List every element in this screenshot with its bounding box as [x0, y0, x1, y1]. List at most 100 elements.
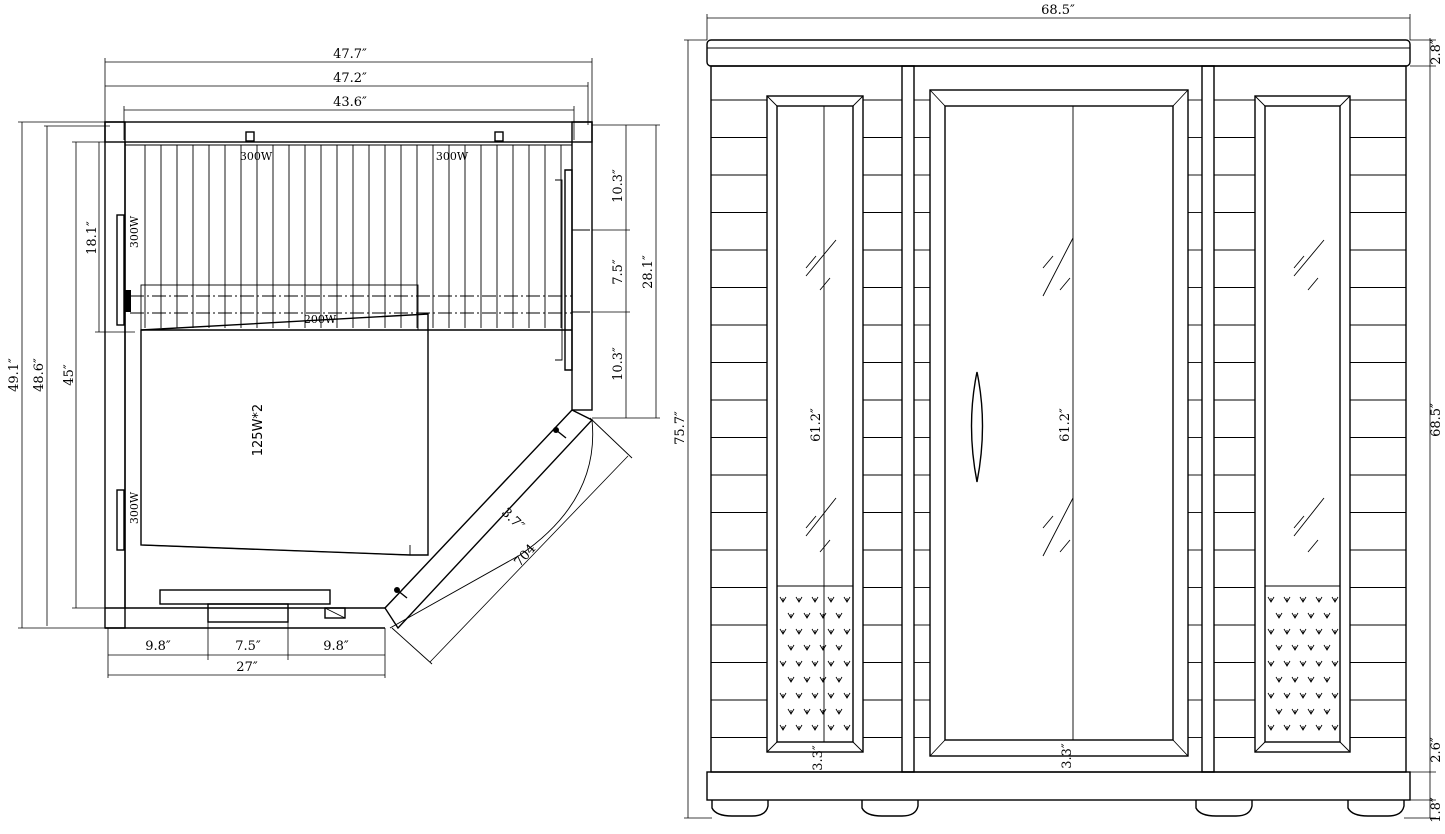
heater-side-lower-label: 300W	[128, 491, 141, 524]
dim-right-bottom: 10.3″	[611, 347, 626, 381]
leaf-mark	[843, 628, 851, 635]
leaf-mark	[803, 708, 811, 715]
leaf-mark	[779, 596, 787, 603]
leaf-mark	[1315, 724, 1323, 731]
floor-plan: 47.7″ 47.2″ 43.6″ 49.1″ 48.6″ 45″ 18.1	[7, 47, 660, 678]
leaf-mark	[1307, 676, 1315, 683]
leaf-mark	[1283, 660, 1291, 667]
leaf-mark	[1267, 692, 1275, 699]
leaf-mark	[787, 644, 795, 651]
dim-door-bottom: 3.3″	[1060, 743, 1075, 769]
door-reflection	[1042, 237, 1074, 557]
dim-top-width: 68.5″	[1041, 3, 1075, 18]
left-window-reflection	[805, 239, 837, 553]
dim-bottom-right: 9.8″	[323, 639, 349, 654]
leaf-mark	[1283, 628, 1291, 635]
leaf-mark	[1331, 660, 1339, 667]
leaf-mark	[819, 612, 827, 619]
leaf-mark	[1331, 628, 1339, 635]
dim-overall-width-mid: 47.2″	[333, 71, 367, 86]
leaf-mark	[835, 644, 843, 651]
back-wall-slats	[125, 144, 572, 328]
leaf-mark	[803, 612, 811, 619]
dim-overall-width-inner: 43.6″	[333, 95, 367, 110]
leaf-mark	[1291, 644, 1299, 651]
plan-diagonal-dimensions: 3.7″ 704	[498, 505, 539, 570]
dim-bottom-mid: 7.5″	[235, 639, 261, 654]
leaf-mark	[1299, 692, 1307, 699]
right-wall-fixtures	[555, 169, 590, 371]
dim-diag-long: 704	[512, 541, 540, 569]
dim-base-trim: 2.6″	[1429, 737, 1444, 763]
dim-left-bottom: 3.3″	[811, 745, 826, 771]
leaf-mark	[835, 676, 843, 683]
right-window-decor-pattern	[1267, 596, 1339, 731]
leaf-mark	[843, 692, 851, 699]
leaf-mark	[1275, 612, 1283, 619]
leaf-mark	[787, 708, 795, 715]
dim-body-height: 68.5″	[1429, 403, 1444, 437]
door: 61.2″ 3.3″	[929, 89, 1189, 769]
dim-left-glass: 61.2″	[809, 408, 824, 442]
leaf-mark	[1291, 708, 1299, 715]
leaf-mark	[795, 596, 803, 603]
door-handle[interactable]	[970, 371, 984, 483]
leaf-mark	[1315, 660, 1323, 667]
right-window	[1254, 95, 1351, 753]
leaf-mark	[1275, 644, 1283, 651]
dim-bottom-left: 9.8″	[145, 639, 171, 654]
right-window-reflection	[1293, 239, 1325, 553]
leaf-mark	[1299, 660, 1307, 667]
leaf-mark	[1283, 692, 1291, 699]
left-window: 61.2″ 3.3″	[766, 95, 864, 771]
leaf-mark	[811, 660, 819, 667]
floor-heater: 125W*2	[140, 313, 429, 556]
leaf-mark	[1267, 660, 1275, 667]
side-heaters: 300W 300W	[116, 214, 141, 551]
leaf-mark	[1307, 708, 1315, 715]
plan-bottom-dimensions: 9.8″ 7.5″ 9.8″ 27″	[107, 622, 386, 678]
leaf-mark	[811, 596, 819, 603]
dim-right-top: 10.3″	[611, 169, 626, 203]
leaf-mark	[1283, 596, 1291, 603]
front-wall	[159, 589, 346, 623]
leaf-mark	[787, 612, 795, 619]
heater-back-left-label: 300W	[240, 150, 273, 163]
heater-floor-label: 125W*2	[251, 404, 266, 456]
leaf-mark	[811, 628, 819, 635]
leaf-mark	[811, 724, 819, 731]
leaf-mark	[843, 660, 851, 667]
leaf-mark	[811, 692, 819, 699]
leaf-mark	[1323, 676, 1331, 683]
leaf-mark	[1323, 708, 1331, 715]
leaf-mark	[1283, 724, 1291, 731]
leaf-mark	[1267, 724, 1275, 731]
leaf-mark	[779, 628, 787, 635]
leaf-mark	[835, 708, 843, 715]
leaf-mark	[827, 724, 835, 731]
dim-left-upper: 18.1″	[85, 221, 100, 255]
leaf-mark	[827, 628, 835, 635]
dim-right-mid: 7.5″	[611, 259, 626, 285]
leaf-mark	[1331, 724, 1339, 731]
leaf-mark	[1267, 628, 1275, 635]
leaf-mark	[1299, 724, 1307, 731]
front-elevation: 68.5″	[673, 3, 1444, 823]
leaf-mark	[1315, 596, 1323, 603]
leaf-mark	[1323, 644, 1331, 651]
dim-door-glass: 61.2″	[1058, 408, 1073, 442]
left-window-decor-pattern	[779, 596, 851, 731]
leaf-mark	[779, 692, 787, 699]
leaf-mark	[1275, 676, 1283, 683]
leaf-mark	[835, 612, 843, 619]
dim-left-mid: 48.6″	[32, 358, 47, 392]
leaf-mark	[779, 724, 787, 731]
leaf-mark	[1331, 692, 1339, 699]
plan-right-dimensions: 10.3″ 7.5″ 10.3″ 28.1″	[592, 124, 660, 419]
leaf-mark	[787, 676, 795, 683]
leaf-mark	[1275, 708, 1283, 715]
leaf-mark	[819, 708, 827, 715]
bench: 200W	[130, 284, 572, 331]
leaf-mark	[827, 596, 835, 603]
